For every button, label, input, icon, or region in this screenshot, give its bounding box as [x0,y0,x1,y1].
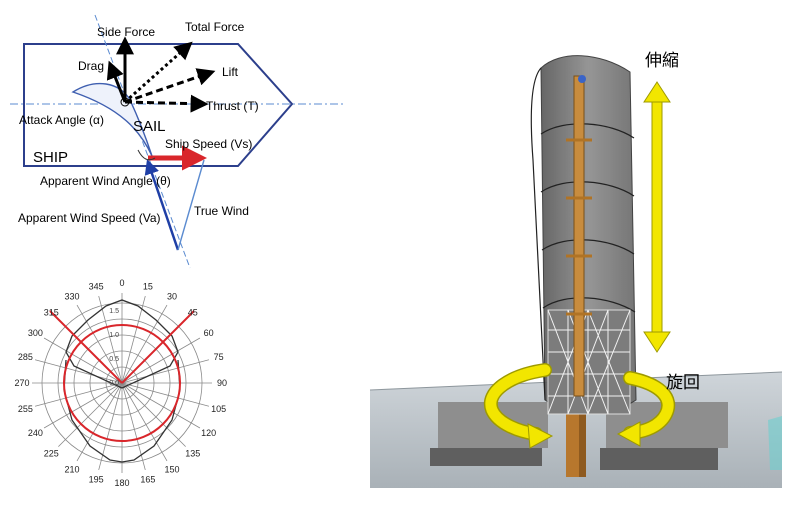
polar-spoke [34,382,123,407]
polar-angle-label: 225 [44,449,59,459]
polar-spoke [121,295,146,384]
rotate-label: 旋回 [666,373,700,392]
polar-spoke [76,304,123,384]
thrust-arrow [124,94,209,113]
polar-performance-curve-lower [63,359,181,463]
polar-spoke [121,359,210,384]
polar-angle-label: 300 [28,328,43,338]
polar-red-line-left [49,310,123,384]
sail-label: SAIL [133,118,166,135]
foundation-block-right-front [600,448,718,470]
polar-radial-label: 1.5 [109,308,119,315]
polar-radial-label: 0.0 [109,380,119,387]
polar-angle-label: 210 [64,465,79,475]
sail-lattice-frame [547,309,631,415]
ship-label: SHIP [33,149,68,166]
polar-spoke [121,382,210,407]
polar-angle-label: 315 [44,307,59,317]
polar-spoke [121,382,168,462]
apparent-wind-angle-label: Apparent Wind Angle (θ) [40,174,171,188]
sail-render: 伸縮 旋回 [369,20,783,488]
polar-angle-label: 60 [204,328,214,338]
polar-red-circle [63,324,181,442]
ship-speed-label: Ship Speed (Vs) [165,137,252,151]
polar-spoke [121,304,168,384]
polar-angle-label: 90 [217,378,227,388]
polar-angle-label: 345 [89,281,104,291]
polar-spoke [121,382,201,429]
side-force-label: Side Force [97,25,155,39]
sail-airfoil [71,82,153,157]
ship-hull-outline [23,43,294,167]
drag-arrow [106,60,127,103]
foundation-block-left-front [430,448,542,466]
polar-angle-label: 120 [201,428,216,438]
polar-angle-label: 135 [185,449,200,459]
polar-chart: 0 15 30 45 60 75 90 105 120 135 150 165 180 195 210 225… [6,276,268,501]
polar-spoke [34,359,123,384]
polar-spoke [121,337,201,384]
sail-panel-divider-2 [540,181,635,197]
force-diagram: Side Force Total Force Drag Lift Thrust … [10,14,345,269]
polar-angle-labels: 0 15 30 45 60 75 90 105 120 135 150 165 180 195 210 225… [14,278,227,488]
mast-top-fitting [578,75,586,83]
sail-panel-divider-3 [541,239,635,255]
polar-angle-label: 15 [143,281,153,291]
polar-angle-label: 255 [18,404,33,414]
apparent-wind-speed-label: Apparent Wind Speed (Va) [18,211,161,225]
apparent-wind-arrow [144,159,180,251]
polar-spoke [58,382,123,447]
polar-angle-label: 105 [211,404,226,414]
polar-angle-label: 30 [167,291,177,301]
polar-radial-label: 1.0 [109,332,119,339]
polar-red-line-right [121,310,195,384]
total-force-label: Total Force [185,20,245,34]
rotate-arrow-right [616,371,676,447]
polar-angle-label: 195 [89,475,104,485]
polar-angle-label: 180 [114,478,129,488]
polar-spoke [43,382,123,429]
lift-arrow [124,68,216,104]
polar-angle-label: 45 [188,307,198,317]
true-wind-line [177,159,205,251]
polar-angle-label: 0 [119,278,124,288]
attack-angle-label: Attack Angle (α) [19,113,104,127]
polar-radial-labels: 0.0 0.5 1.0 1.5 [109,308,119,387]
extend-label: 伸縮 [645,51,679,70]
polar-angle-label: 165 [140,475,155,485]
polar-angle-label: 270 [14,378,29,388]
true-wind-label: True Wind [194,204,249,218]
thrust-label: Thrust (T) [206,99,259,113]
polar-spoke [76,382,123,462]
sail-leading-edge [530,67,546,401]
apparent-wind-angle-arc [137,149,156,161]
sail-panel-divider-4 [542,297,636,313]
sail-panel-divider-1 [540,123,635,139]
telescopic-mast-rails [566,138,592,316]
polar-angle-label: 330 [64,291,79,301]
polar-angle-label: 285 [18,352,33,362]
polar-angle-label: 240 [28,428,43,438]
telescopic-mast [573,75,585,397]
sail-axis-line [94,14,191,269]
drag-label: Drag [78,59,104,73]
polar-spoke [43,337,123,384]
rotate-arrow-left [483,363,554,449]
polar-radial-label: 0.5 [109,356,119,363]
polar-grid [32,293,212,473]
polar-angle-label: 150 [164,465,179,475]
polar-spoke [121,382,186,447]
total-force-arrow [124,41,193,104]
polar-performance-curve [65,299,179,389]
polar-angle-label: 75 [214,352,224,362]
polar-spoke [98,295,123,384]
mast-post-shade [579,385,586,477]
deck-hatch-right [768,416,782,470]
extend-arrow [643,81,671,353]
lift-label: Lift [222,65,239,79]
